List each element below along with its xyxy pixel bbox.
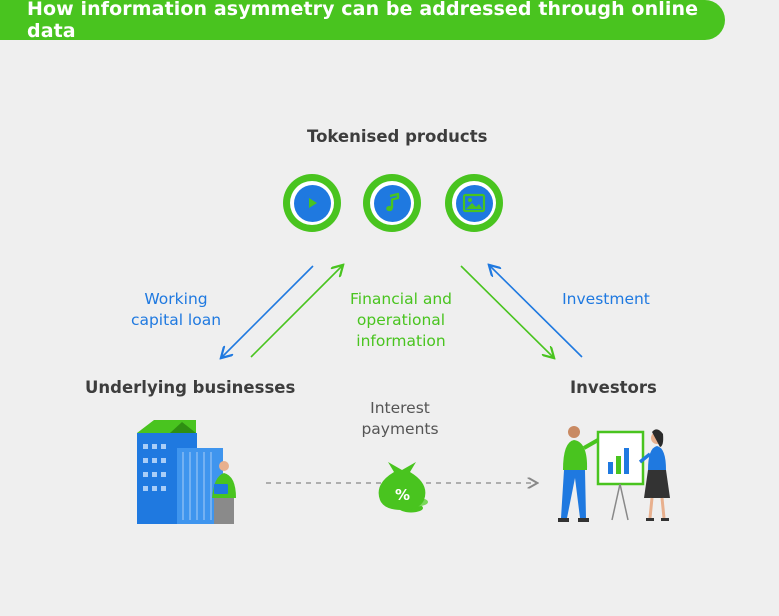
page-title: How information asymmetry can be address… xyxy=(27,0,699,42)
tokenised-products-label: Tokenised products xyxy=(307,127,488,146)
image-icon xyxy=(462,193,486,213)
investment-arrow xyxy=(490,266,583,358)
working-capital-loan-label: Working capital loan xyxy=(130,290,222,329)
tokens-to-investors-arrow xyxy=(460,265,553,357)
investors-label: Investors xyxy=(570,378,657,397)
token-music xyxy=(363,174,421,232)
financial-info-label: Financial and operational information xyxy=(350,290,452,350)
play-icon xyxy=(304,196,320,210)
building-illustration xyxy=(137,420,236,524)
music-note-icon xyxy=(386,192,400,212)
working-capital-loan-arrow xyxy=(222,265,314,357)
underlying-businesses-label: Underlying businesses xyxy=(85,378,296,397)
percent-symbol: % xyxy=(395,486,410,504)
interest-payments-label: Interest payments xyxy=(361,399,439,438)
investment-label: Investment xyxy=(562,290,650,308)
money-bag-illustration: % xyxy=(378,462,428,513)
token-video xyxy=(283,174,341,232)
token-image xyxy=(445,174,503,232)
financial-info-arrow xyxy=(250,266,342,358)
investors-illustration xyxy=(558,426,670,522)
title-banner: How information asymmetry can be address… xyxy=(0,0,725,42)
